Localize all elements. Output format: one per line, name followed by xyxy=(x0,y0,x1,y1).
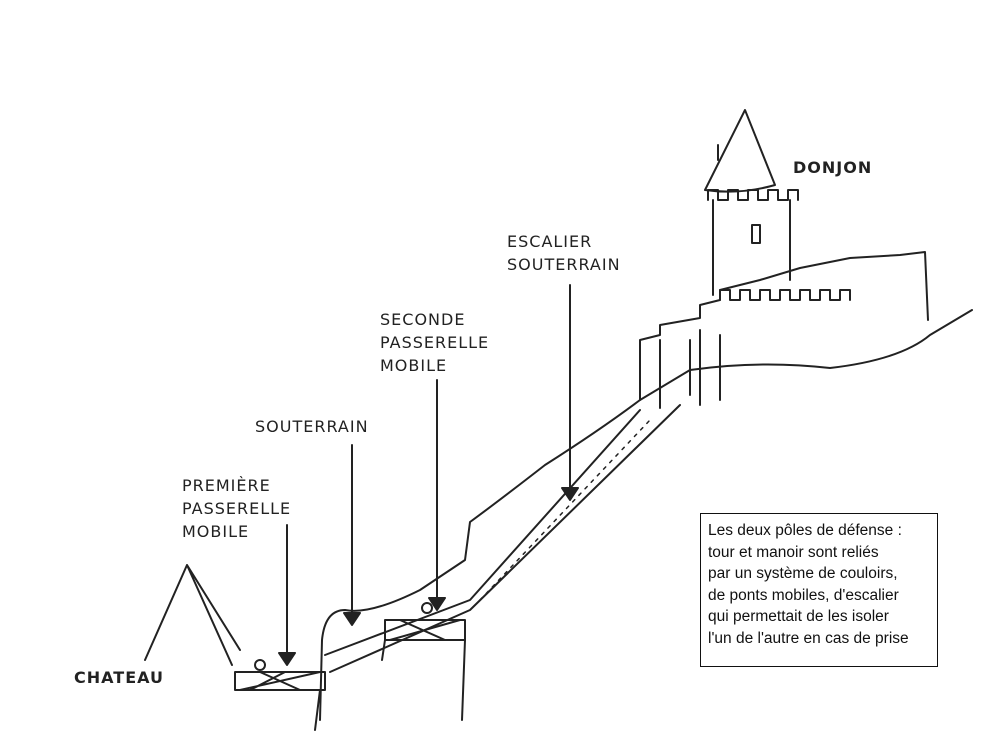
chateau-roof xyxy=(144,564,241,666)
label-seconde-passerelle: SECONDE PASSERELLE MOBILE xyxy=(380,308,489,377)
walkway-supports xyxy=(314,639,466,731)
label-premiere-passerelle: PREMIÈRE PASSERELLE MOBILE xyxy=(182,474,291,543)
caption-line: l'un de l'autre en cas de prise xyxy=(708,629,909,647)
caption-line: de ponts mobiles, d'escalier xyxy=(708,586,899,604)
caption-line: Les deux pôles de défense : xyxy=(708,522,902,539)
label-escalier-souterrain: ESCALIER SOUTERRAIN xyxy=(507,230,621,276)
arrow-seconde xyxy=(428,379,446,611)
caption-line: tour et manoir sont reliés xyxy=(708,543,879,561)
first-walkway xyxy=(234,671,326,691)
arrow-escalier xyxy=(561,284,579,501)
inner-wall xyxy=(659,329,721,409)
hill-outline xyxy=(319,309,973,721)
arrow-souterrain xyxy=(343,444,361,626)
label-chateau: CHATEAU xyxy=(74,668,164,687)
label-line: PASSERELLE xyxy=(182,499,292,518)
arrow-premiere xyxy=(278,524,296,666)
stair-dots xyxy=(479,419,651,601)
keep-roof xyxy=(704,109,776,193)
keep-window xyxy=(751,224,761,244)
arrows xyxy=(278,284,579,666)
battlements xyxy=(719,289,851,301)
caption-line: qui permettait de les isoler xyxy=(708,608,889,625)
label-donjon: DONJON xyxy=(793,158,873,177)
caption-box: Les deux pôles de défense : tour et mano… xyxy=(700,513,938,667)
label-line: PREMIÈRE xyxy=(182,476,271,495)
caption-line: par un système de couloirs, xyxy=(708,565,898,582)
label-line: SOUTERRAIN xyxy=(507,255,621,274)
label-line: SECONDE xyxy=(380,310,466,329)
corridor xyxy=(324,404,681,673)
label-line: MOBILE xyxy=(182,522,250,541)
figure-1 xyxy=(254,659,266,671)
label-line: PASSERELLE xyxy=(380,333,490,352)
figure-2 xyxy=(421,602,433,614)
label-line: ESCALIER xyxy=(507,232,593,251)
label-souterrain: SOUTERRAIN xyxy=(255,417,369,436)
second-walkway xyxy=(384,619,466,641)
label-line: MOBILE xyxy=(380,356,448,375)
outer-wall xyxy=(639,251,929,401)
